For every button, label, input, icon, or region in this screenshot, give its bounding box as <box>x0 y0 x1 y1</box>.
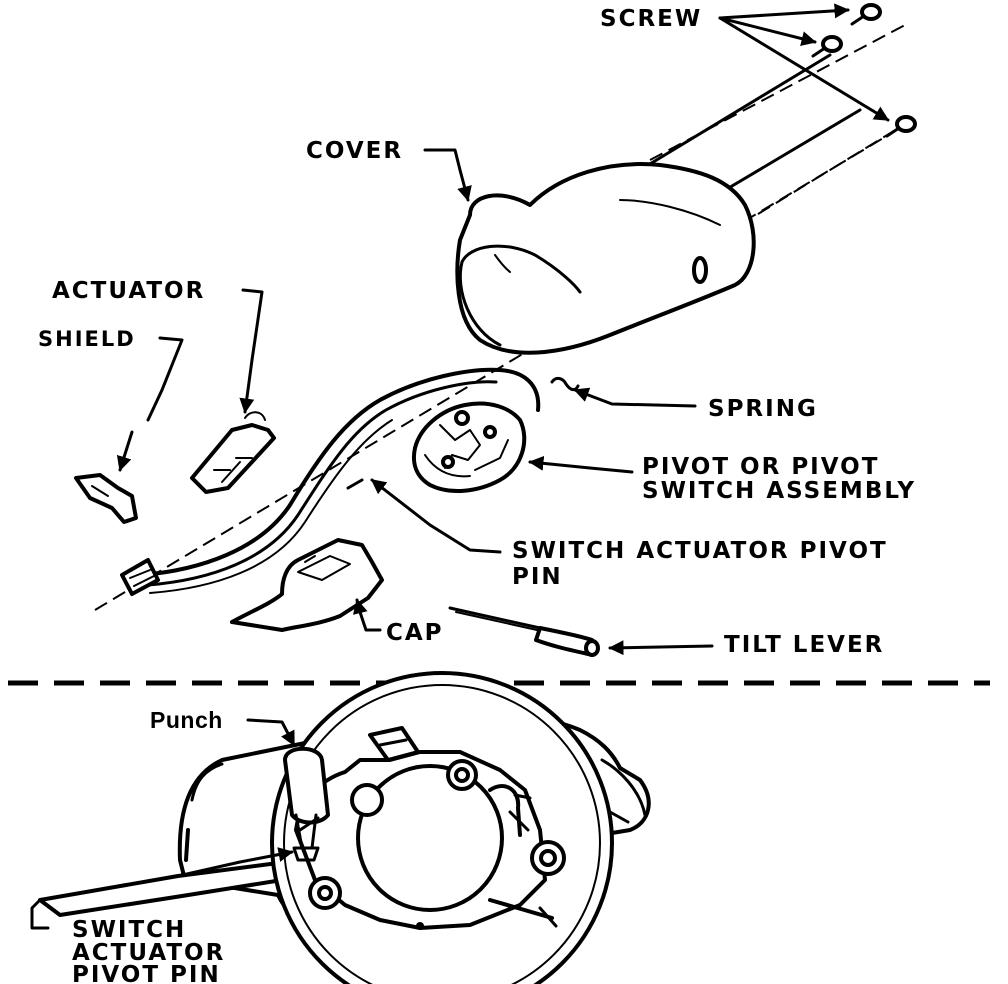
cap-part <box>230 538 384 632</box>
label-sap-bottom-line2: ACTUATOR <box>72 940 225 966</box>
screw-icon <box>811 35 843 58</box>
label-switch-actuator-pivot-line1: SWITCH ACTUATOR PIVOT <box>512 538 888 564</box>
cover-part <box>455 162 756 355</box>
label-pivot-line1: PIVOT OR PIVOT <box>642 454 879 480</box>
switch-ring-inner-edge <box>283 684 601 984</box>
connector-plug-icon <box>120 558 160 596</box>
wire-harness-part <box>120 367 541 596</box>
exploded-view: SCREW COVER ACTUATOR SHIELD SPRING PIVOT… <box>38 3 917 658</box>
label-punch: Punch <box>150 707 223 733</box>
screw-part <box>811 3 917 138</box>
label-pivot-line2: SWITCH ASSEMBLY <box>642 478 916 504</box>
mounting-boss-icon <box>446 759 478 791</box>
screw-icon <box>850 3 882 26</box>
pivot-switch-assembly-part <box>411 401 527 493</box>
rivet-icon <box>416 922 424 930</box>
label-cap: CAP <box>386 620 444 646</box>
label-sap-bottom-line1: SWITCH <box>72 917 186 943</box>
cover-hole-icon <box>692 256 708 284</box>
detail-view: Punch SWITCH ACTUATOR PIVOT PIN <box>30 671 651 984</box>
screw-icon <box>885 115 917 138</box>
label-cover: COVER <box>306 138 403 164</box>
label-actuator: ACTUATOR <box>52 278 205 304</box>
label-screw: SCREW <box>600 6 702 32</box>
leader-lines <box>116 3 890 656</box>
label-spring: SPRING <box>708 396 818 422</box>
lever-knob-icon <box>584 639 600 657</box>
mounting-boss-icon <box>530 840 566 876</box>
tilt-lever-part <box>448 606 600 657</box>
label-tilt-lever: TILT LEVER <box>724 632 884 658</box>
mounting-boss-icon <box>308 876 342 910</box>
center-hole-icon <box>356 764 504 912</box>
shield-part <box>74 473 138 524</box>
spring-part <box>550 376 580 392</box>
label-switch-actuator-pivot-line2: PIN <box>512 564 563 590</box>
pivot-pin-part <box>346 478 364 490</box>
top-bracket-part <box>368 726 420 762</box>
label-sap-bottom-line3: PIVOT PIN <box>72 962 221 984</box>
pivot-knob-icon <box>350 783 384 817</box>
spring-clip-part <box>488 784 522 837</box>
label-shield: SHIELD <box>38 327 136 351</box>
actuator-part <box>190 411 276 494</box>
